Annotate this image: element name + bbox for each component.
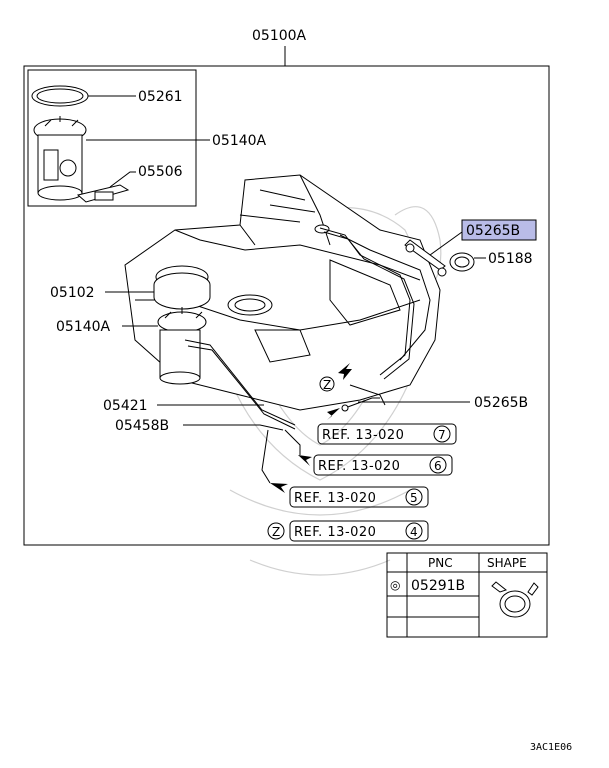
- svg-text:6: 6: [434, 459, 442, 473]
- svg-text:REF. 13-020: REF. 13-020: [322, 428, 404, 443]
- callout-05265B-top[interactable]: 05265B: [466, 223, 520, 239]
- callout-05140A-top[interactable]: 05140A: [212, 133, 267, 149]
- svg-text:REF. 13-020: REF. 13-020: [318, 459, 400, 474]
- callout-05506[interactable]: 05506: [138, 164, 183, 180]
- highlight-05265B: [461, 219, 537, 241]
- ref-box-6[interactable]: REF. 13-020 6: [313, 454, 453, 476]
- callout-05265B-bottom[interactable]: 05265B: [474, 395, 528, 411]
- callout-05188[interactable]: 05188: [488, 251, 533, 267]
- hose-top[interactable]: [404, 239, 447, 277]
- callout-05140A-tank[interactable]: 05140A: [56, 319, 111, 335]
- svg-text:REF. 13-020: REF. 13-020: [294, 525, 376, 540]
- callout-05458B[interactable]: 05458B: [115, 418, 169, 434]
- legend-table: PNC SHAPE ◎ 05291B: [386, 552, 548, 638]
- z-marker-1: Z: [319, 376, 335, 392]
- footer-code: 3AC1E06: [530, 742, 572, 753]
- seal-ring-part[interactable]: [31, 85, 89, 107]
- callout-05261[interactable]: 05261: [138, 89, 183, 105]
- svg-text:REF. 13-020: REF. 13-020: [294, 491, 376, 506]
- ref-box-4[interactable]: REF. 13-020 4: [289, 520, 429, 542]
- callout-05100A[interactable]: 05100A: [252, 28, 307, 44]
- fuel-lines[interactable]: [184, 227, 431, 430]
- tank-cap[interactable]: [153, 272, 211, 310]
- ref-box-5[interactable]: REF. 13-020 5: [289, 486, 429, 508]
- z-marker-2: Z: [267, 522, 285, 540]
- svg-text:Z: Z: [323, 378, 331, 392]
- pump-module-tank[interactable]: [157, 307, 207, 385]
- svg-text:4: 4: [410, 525, 418, 539]
- legend-header-shape: SHAPE: [487, 556, 527, 570]
- pump-module-inset[interactable]: [33, 116, 87, 201]
- clip-part[interactable]: [449, 252, 475, 272]
- svg-text:5: 5: [410, 491, 418, 505]
- svg-text:7: 7: [438, 428, 446, 442]
- legend-row-pnc: 05291B: [411, 578, 465, 594]
- ref-box-7[interactable]: REF. 13-020 7: [317, 423, 457, 445]
- svg-text:Z: Z: [272, 525, 280, 539]
- inset-frame: [27, 69, 197, 207]
- filter-part[interactable]: [76, 184, 130, 203]
- callout-05102[interactable]: 05102: [50, 285, 95, 301]
- legend-header-pnc: PNC: [428, 556, 453, 570]
- hose-clamp-icon: [491, 581, 539, 618]
- legend-row-symbol: ◎: [390, 578, 400, 592]
- callout-05421[interactable]: 05421: [103, 398, 148, 414]
- main-frame: [23, 65, 550, 546]
- hose-bottom[interactable]: [341, 397, 380, 412]
- direction-arrows: [270, 363, 352, 493]
